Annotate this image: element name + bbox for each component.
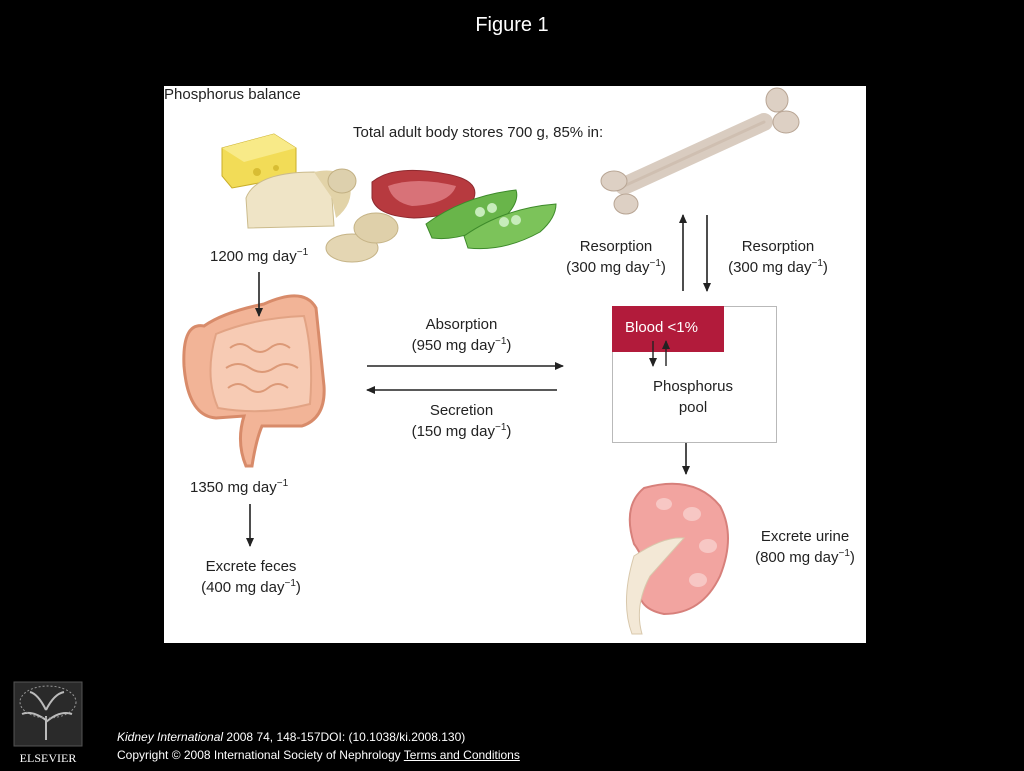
- gut-output-value: 1350 mg day−1: [190, 478, 289, 497]
- body-stores-text: Total adult body stores 700 g, 85% in:: [353, 124, 604, 141]
- terms-and-conditions-link[interactable]: Terms and Conditions: [403, 748, 520, 762]
- slide-title: Figure 1: [475, 14, 549, 36]
- food-icon: [221, 133, 557, 263]
- figure-panel: Blood <1% Phosphorus balance Total adult…: [164, 86, 866, 643]
- elsevier-logo: ELSEVIER: [8, 680, 88, 766]
- secretion-label: Secretion (150 mg day−1): [411, 402, 512, 440]
- svg-text:ELSEVIER: ELSEVIER: [20, 751, 77, 765]
- intestine-icon: [182, 294, 326, 468]
- citation-text: 2008 74, 148-157DOI: (10.1038/ki.2008.13…: [223, 730, 466, 744]
- intake-value: 1200 mg day−1: [210, 247, 309, 266]
- copyright-text: Copyright © 2008 International Society o…: [117, 748, 404, 762]
- resorption-down-label: Resorption (300 mg day−1): [728, 238, 828, 276]
- footer-citation: Kidney International 2008 74, 148-157DOI…: [117, 728, 520, 764]
- kidney-icon: [625, 482, 729, 635]
- absorption-label: Absorption (950 mg day−1): [411, 316, 512, 354]
- excrete-urine-label: Excrete urine (800 mg day−1): [755, 528, 855, 566]
- bone-icon: [600, 87, 800, 215]
- journal-name: Kidney International: [117, 730, 224, 744]
- blood-label: Blood <1%: [625, 319, 698, 336]
- diagram-artwork: [182, 87, 800, 635]
- diagram-heading: Phosphorus balance: [164, 86, 301, 103]
- excrete-feces-label: Excrete feces (400 mg day−1): [201, 558, 301, 596]
- phosphorus-pool-label: Phosphorus pool: [652, 378, 734, 416]
- resorption-up-label: Resorption (300 mg day−1): [566, 238, 666, 276]
